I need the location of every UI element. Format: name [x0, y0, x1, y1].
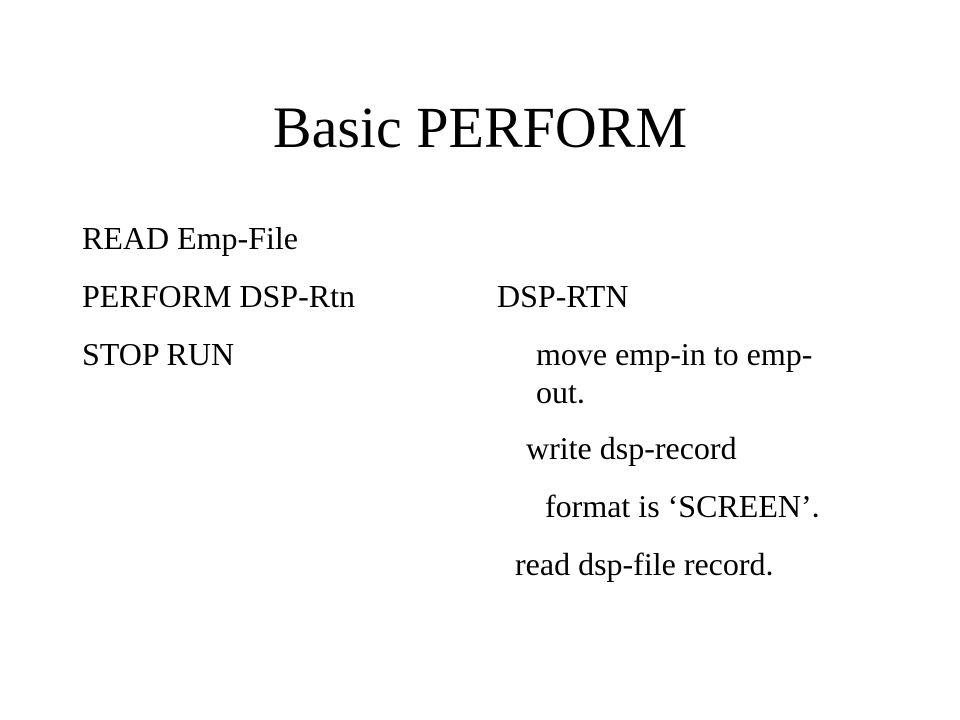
- slide-title: Basic PERFORM: [272, 95, 688, 160]
- code-line-read-emp-file: READ Emp-File: [82, 220, 298, 256]
- code-line-stop-run: STOP RUN: [82, 336, 235, 372]
- code-line-write-dsp-record: write dsp-record: [526, 430, 737, 466]
- code-line-move-part2: out.: [536, 374, 585, 410]
- paragraph-name-dsp-rtn: DSP-RTN: [497, 278, 629, 314]
- code-line-read-dsp-file: read dsp-file record.: [515, 546, 774, 582]
- code-line-perform-dsp-rtn: PERFORM DSP-Rtn: [82, 278, 355, 314]
- code-line-format-screen: format is ‘SCREEN’.: [545, 488, 820, 524]
- code-line-move-part1: move emp-in to emp-: [536, 336, 813, 372]
